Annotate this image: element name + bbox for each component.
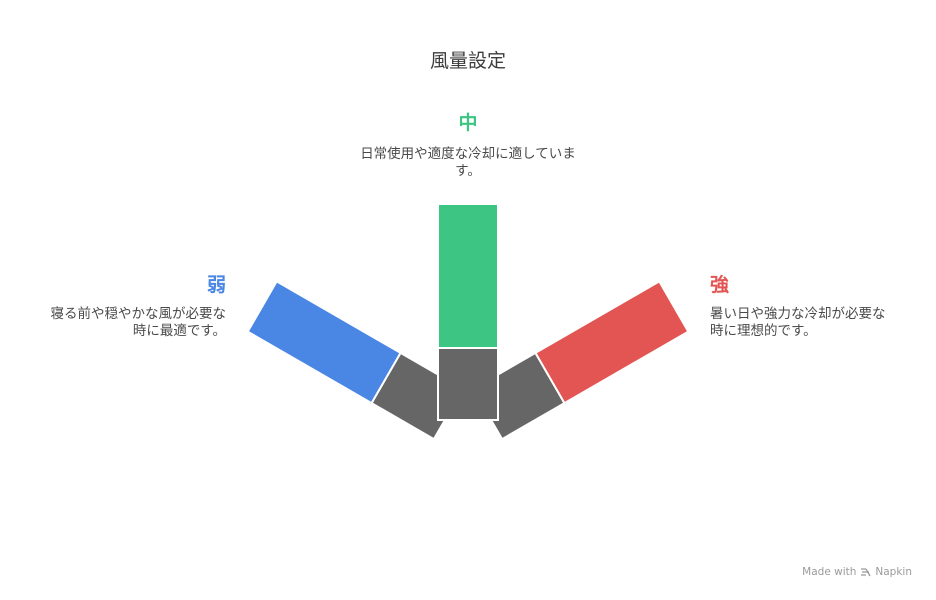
napkin-logo-icon	[861, 567, 871, 576]
level-description-medium: 日常使用や適度な冷却に適しています。	[360, 146, 576, 179]
napkin-brand-text: Napkin	[875, 566, 912, 578]
level-label-high: 強	[710, 274, 730, 296]
made-with-napkin-footer[interactable]: Made with Napkin	[802, 566, 912, 578]
made-with-text: Made with	[802, 566, 857, 578]
level-description-low: 寝る前や穏やかな風が必要な時に最適です。	[50, 306, 227, 339]
fan-arm-low	[246, 280, 465, 441]
fan-blade-low	[246, 280, 402, 405]
diagram-title: 風量設定	[429, 50, 506, 72]
level-label-medium: 中	[458, 112, 478, 134]
fan-arm-medium	[437, 203, 499, 421]
fan-arm-medium-base	[437, 347, 499, 421]
level-label-low: 弱	[206, 274, 226, 296]
level-description-high: 暑い日や強力な冷却が必要な時に理想的です。	[710, 306, 886, 339]
fan-blade-medium	[437, 203, 499, 349]
fan-blade-high	[534, 280, 690, 405]
fan-arm-high	[471, 280, 690, 441]
